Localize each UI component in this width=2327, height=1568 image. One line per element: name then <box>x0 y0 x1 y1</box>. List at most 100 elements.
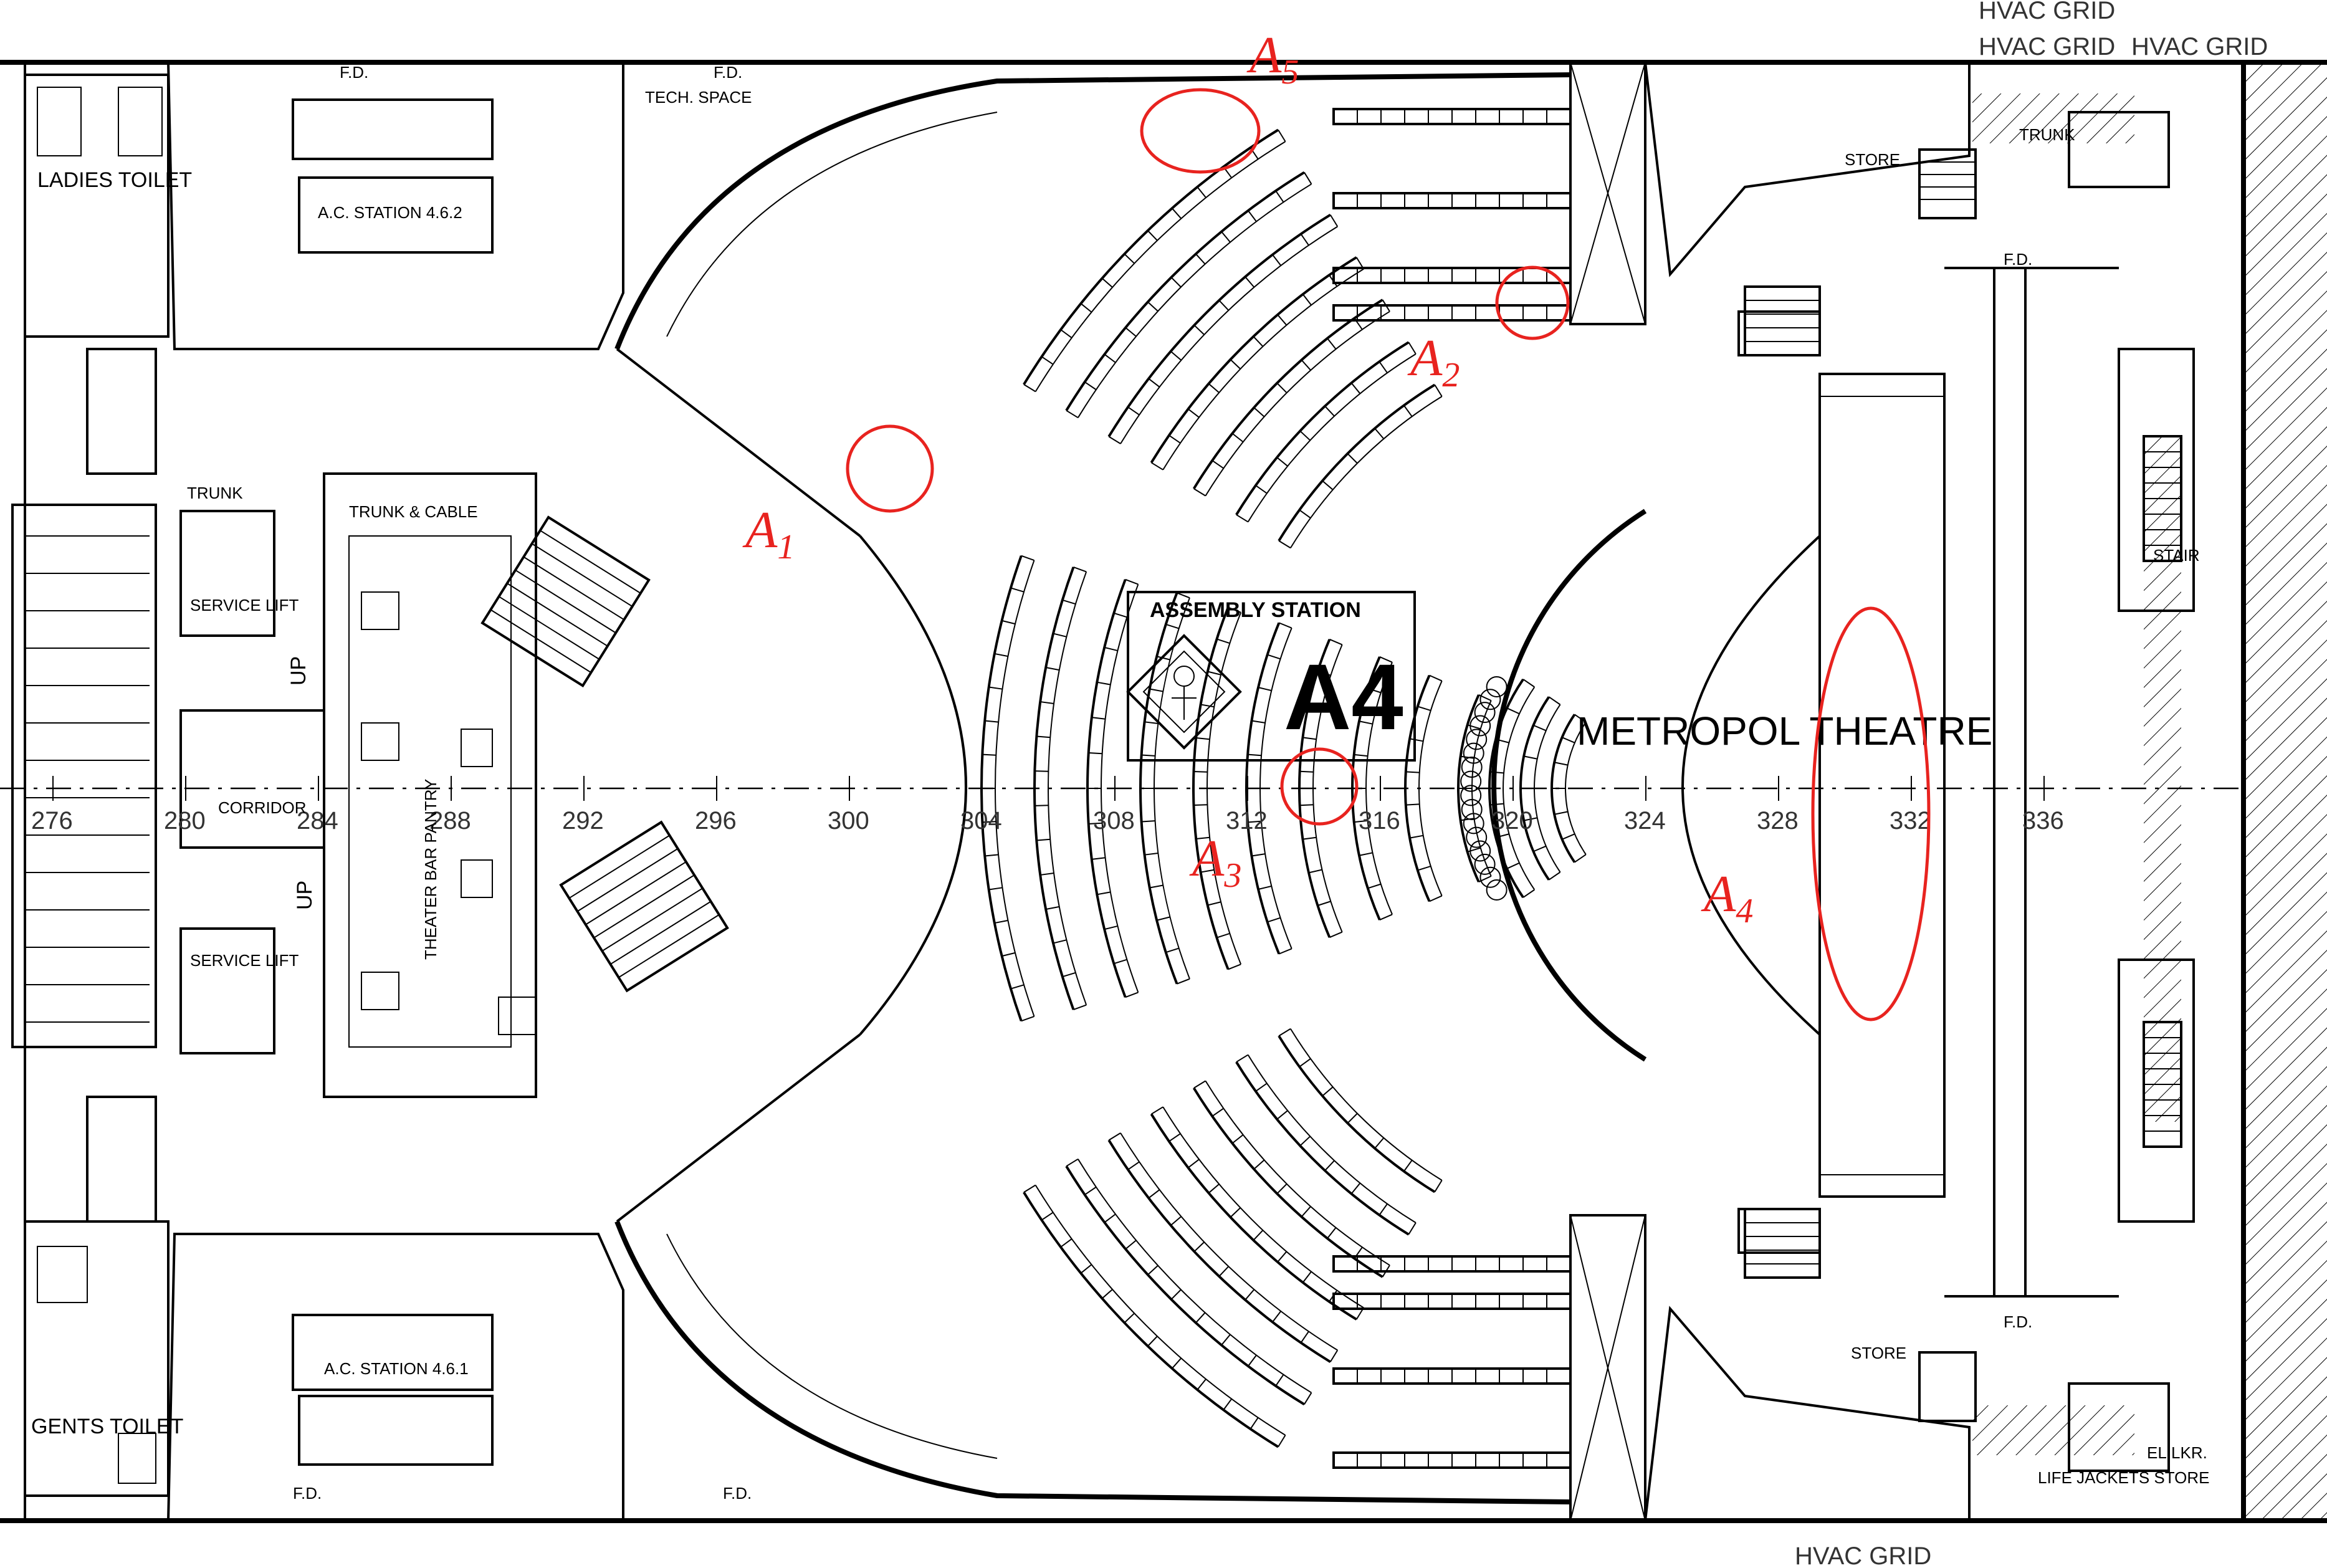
seat-row-upper <box>1192 299 1390 497</box>
el-lkr-label: EL.LKR. <box>2147 1443 2207 1462</box>
ladies-toilet-label: LADIES TOILET <box>37 168 192 192</box>
annotation-ellipse-a5 <box>1140 88 1261 174</box>
grid-number: 308 <box>1093 807 1135 834</box>
annotation-circle-a1 <box>846 424 934 513</box>
grid-number: 324 <box>1624 807 1666 834</box>
seat-row-straight-bottom <box>1332 1293 1572 1310</box>
hvac-grid-right-1: HVAC GRID <box>1979 33 2115 60</box>
seat-row-upper <box>1278 383 1443 549</box>
accessible-seat <box>1486 879 1508 901</box>
seat-row-straight-top <box>1332 267 1572 284</box>
seat-row-straight-bottom <box>1332 1451 1572 1469</box>
trunk-cable-label: TRUNK & CABLE <box>349 502 478 521</box>
seat-row-lower <box>1023 1184 1286 1448</box>
seating-rows <box>980 108 1587 1469</box>
auditorium-walls <box>614 61 1977 1522</box>
fd-label-1: F.D. <box>340 63 368 82</box>
up-label-bottom: UP <box>293 881 317 910</box>
fd-label-5: F.D. <box>293 1484 322 1503</box>
accessible-seat <box>1469 715 1491 737</box>
accessible-seat <box>1463 813 1484 834</box>
accessible-seat <box>1479 866 1501 888</box>
annotation-ellipse-a4 <box>1811 606 1931 1021</box>
staircases <box>480 148 2182 1279</box>
seat-row-straight-bottom <box>1332 1255 1572 1273</box>
seat-row-upper <box>1150 256 1365 471</box>
service-lift-bottom-label: SERVICE LIFT <box>190 951 299 970</box>
corridor-label: CORRIDOR <box>218 798 307 817</box>
accessible-seat <box>1466 729 1488 750</box>
annotation-label-a5: A5 <box>1246 26 1299 92</box>
seat-row-central <box>1086 578 1139 998</box>
up-label-top: UP <box>287 656 310 686</box>
assembly-station-sign <box>1126 591 1416 762</box>
tech-space-label: TECH. SPACE <box>645 88 752 107</box>
grid-number: 316 <box>1359 807 1400 834</box>
fd-label-3: F.D. <box>2004 250 2032 269</box>
annotation-label-a3: A3 <box>1189 829 1241 895</box>
grid-number: 296 <box>695 807 737 834</box>
grid-number: 276 <box>31 807 73 834</box>
store-top-label: STORE <box>1845 150 1900 169</box>
box-seat-row <box>1551 714 1587 863</box>
trunk-label-right: TRUNK <box>2019 125 2075 144</box>
seat-row-upper <box>1107 214 1339 444</box>
grid-number: 328 <box>1757 807 1799 834</box>
annotation-label-a1: A1 <box>742 501 795 566</box>
service-lift-top-label: SERVICE LIFT <box>190 596 299 614</box>
seat-row-lower <box>1065 1158 1312 1406</box>
hvac-grid-top: HVAC GRID <box>1979 0 2115 24</box>
room-labels: HVAC GRID HVAC GRID HVAC GRID HVAC GRID … <box>31 0 2268 1568</box>
grid-number: 280 <box>164 807 206 834</box>
seat-row-lower <box>1235 1054 1417 1236</box>
fd-label-2: F.D. <box>714 63 742 82</box>
seat-row-straight-top <box>1332 108 1572 125</box>
assembly-code: A4 <box>1284 644 1403 749</box>
accessible-seat <box>1474 702 1496 724</box>
seat-row-upper <box>1065 171 1312 419</box>
gents-toilet-label: GENTS TOILET <box>31 1415 183 1438</box>
left-service-zone <box>11 61 624 1522</box>
seat-row-upper <box>1235 341 1417 523</box>
seat-row-straight-top <box>1332 304 1572 322</box>
accessible-seat <box>1469 840 1491 862</box>
annotation-circle-a3 <box>1280 747 1359 826</box>
life-jackets-store-label: LIFE JACKETS STORE <box>2038 1468 2209 1487</box>
theater-bar-pantry-label: THEATER BAR PANTRY <box>421 779 440 960</box>
ac-station-bottom-label: A.C. STATION 4.6.1 <box>324 1359 469 1378</box>
accessible-seat <box>1460 770 1482 792</box>
seat-row-lower <box>1192 1080 1390 1278</box>
accessible-seat <box>1461 757 1483 778</box>
seat-row-lower <box>1150 1106 1365 1321</box>
accessible-seat <box>1486 676 1508 697</box>
fd-label-6: F.D. <box>723 1484 752 1503</box>
annotation-label-a2: A2 <box>1407 329 1460 394</box>
grid-number: 336 <box>2022 807 2064 834</box>
accessible-seat <box>1460 785 1482 806</box>
seat-row-straight-bottom <box>1332 1367 1572 1385</box>
fd-label-4: F.D. <box>2004 1312 2032 1331</box>
store-bottom-label: STORE <box>1851 1344 1906 1362</box>
seat-row-upper <box>1023 128 1286 393</box>
grid-number: 292 <box>562 807 604 834</box>
grid-number: 304 <box>960 807 1002 834</box>
seat-row-lower <box>1107 1132 1339 1363</box>
assembly-station-label: ASSEMBLY STATION <box>1150 598 1361 622</box>
seat-row-lower <box>1278 1028 1443 1193</box>
seat-row-straight-top <box>1332 192 1572 209</box>
annotations: A1 A2 A3 A4 A5 <box>742 26 1931 1021</box>
grid-number: 300 <box>828 807 869 834</box>
trunk-label-left: TRUNK <box>187 484 243 502</box>
grid-number: 332 <box>1890 807 1931 834</box>
ac-station-top-label: A.C. STATION 4.6.2 <box>318 203 462 222</box>
stair-label: STAIR <box>2153 546 2200 565</box>
hvac-grid-right-2: HVAC GRID <box>2131 33 2268 60</box>
annotation-circle-a2 <box>1495 265 1570 340</box>
accessible-seat <box>1461 798 1483 820</box>
grid-number: 320 <box>1491 807 1533 834</box>
hvac-grid-bottom: HVAC GRID <box>1795 1542 1931 1568</box>
grid-number: 288 <box>429 807 471 834</box>
accessible-seat <box>1463 742 1484 764</box>
